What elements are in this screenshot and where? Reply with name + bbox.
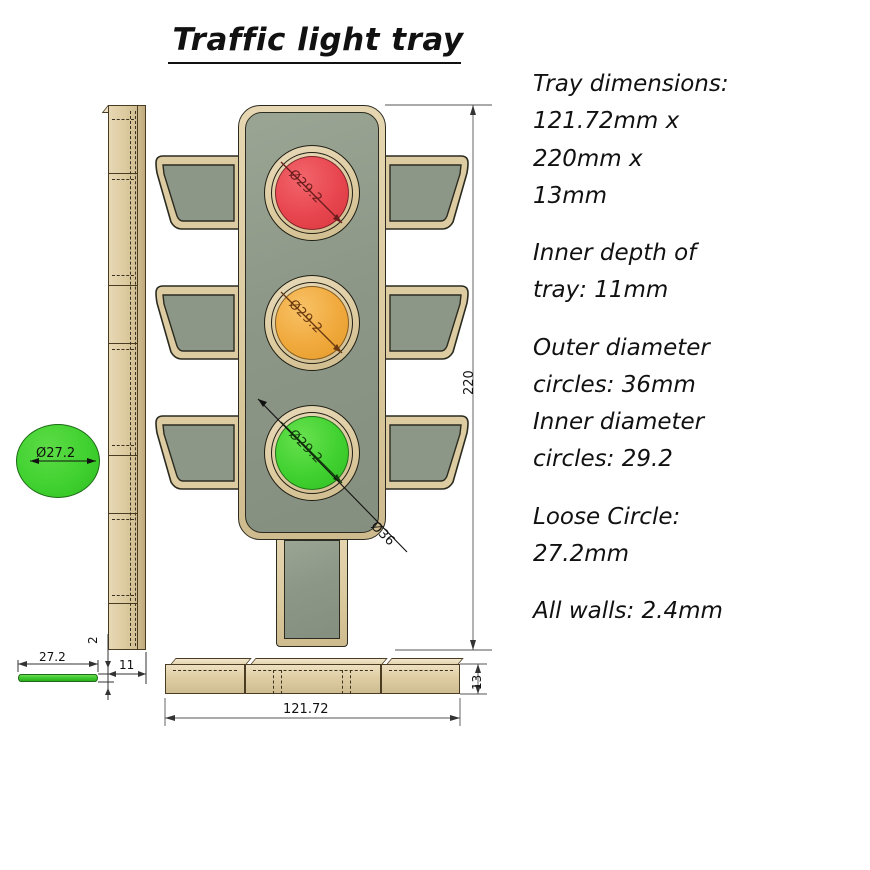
note-line: circles: 29.2 [533,446,673,473]
dim-loose-circle-width: 27.2 [39,650,66,664]
dim-outer-diameter: Ø36 [367,519,398,550]
dim-side-width: 11 [119,658,135,672]
loose-circle-edge-slab [18,674,98,682]
hidden-edge-line [112,349,134,350]
dim-loose-circle-thickness: 2 [86,636,100,644]
hidden-edge-line [112,595,134,596]
note-spacer [533,479,863,499]
stem-inner-face [284,540,340,639]
visor-right-green [380,413,472,493]
side-view-right-face [137,105,146,650]
visor-left-red [152,153,244,233]
note-spacer [533,215,863,235]
note-line: All walls: 2.4mm [533,598,723,624]
hidden-edge-line [112,275,134,276]
hidden-edge-line [273,670,274,694]
loose-circle-part [16,424,100,498]
side-view-front-face [108,105,138,650]
dim-bottom-thickness: 13 [470,674,484,690]
note-line: tray: 11mm [533,277,669,304]
side-view-divider [108,285,138,286]
side-view-divider [108,455,138,456]
visor-left-amber [152,283,244,363]
hidden-edge-line [112,119,134,120]
note-spacer [533,573,863,593]
note-line: 13mm [533,182,608,209]
traffic-light-stem [276,532,348,647]
tray-bottom-plan-view [165,658,464,698]
page-title: Traffic light tray [172,22,464,58]
hidden-edge-line [112,179,134,180]
loose-circle-edge-profile [18,672,98,684]
visor-left-green [152,413,244,493]
dim-loose-circle-diameter: Ø27.2 [36,446,76,461]
visor-right-red [380,153,472,233]
hidden-edge-line [389,670,453,671]
side-view-divider [108,603,138,604]
note-line: Tray dimensions: [533,71,729,97]
bottom-view-segment [245,664,381,694]
note-line: circles: 36mm [533,371,696,398]
dim-overall-height: 220 [462,370,477,395]
note-line: Inner diameter [533,409,705,435]
tray-side-edge-view [101,105,148,650]
note-line: 27.2mm [533,540,630,567]
visor-right-amber [380,283,472,363]
hidden-edge-line [135,111,136,646]
bottom-view-segment [381,664,460,694]
side-view-divider [108,513,138,514]
hidden-edge-line [350,670,351,694]
red-lamp-inner-ring [271,152,353,234]
hidden-edge-line [112,519,134,520]
note-line: Outer diameter [533,334,710,361]
hidden-edge-line [173,670,237,671]
note-line: 220mm x [533,145,643,172]
hidden-edge-line [130,111,131,646]
note-line: Loose Circle: [533,503,681,530]
bottom-view-segment [165,664,245,694]
note-line: 121.72mm x [533,108,680,135]
specification-notes: Tray dimensions: 121.72mm x 220mm x 13mm… [533,66,863,630]
hidden-edge-line [342,670,343,694]
hidden-edge-line [112,445,134,446]
note-line: Inner depth of [533,240,697,266]
dim-bottom-width: 121.72 [283,702,329,717]
loose-circle-disc [16,424,100,498]
note-spacer [533,310,863,330]
traffic-light-front-view: Ø29.2 Ø29.2 Ø29.2 Ø36 [150,95,490,665]
side-view-divider [108,173,138,174]
side-view-divider [108,343,138,344]
title-underline [168,62,461,64]
amber-lamp-inner-ring [271,282,353,364]
hidden-edge-line [253,670,373,671]
hidden-edge-line [281,670,282,694]
